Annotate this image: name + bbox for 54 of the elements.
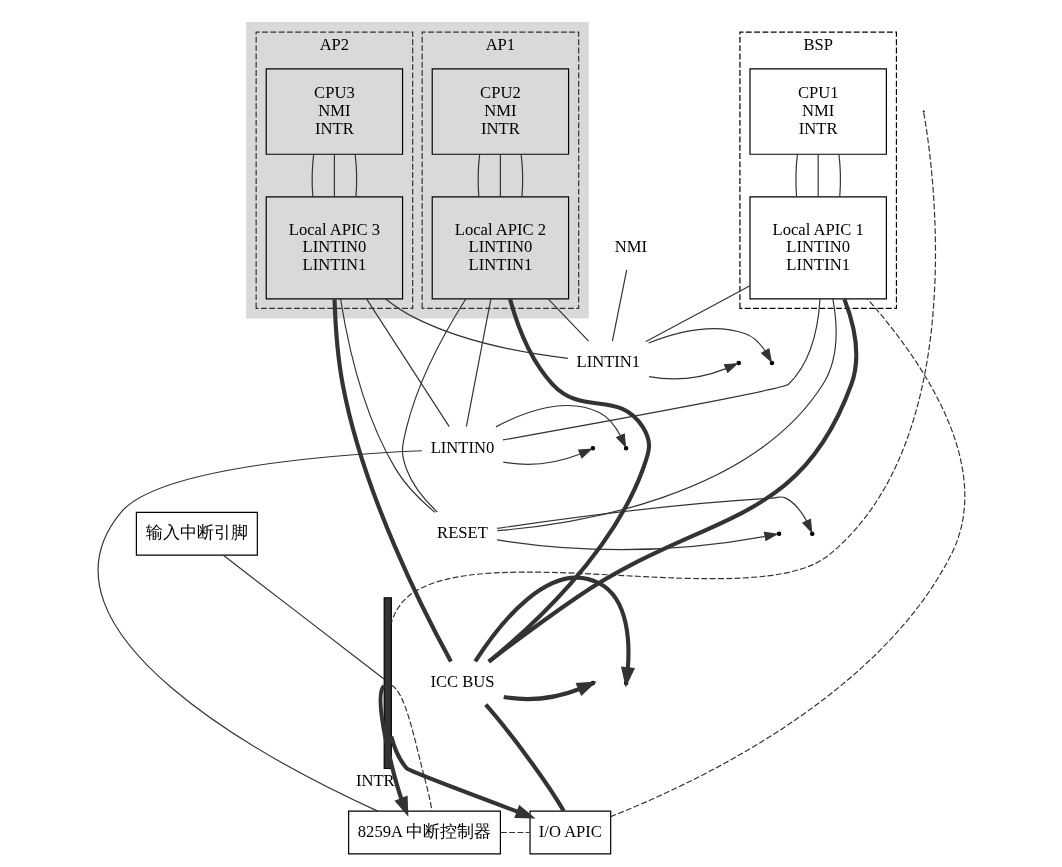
connector bbox=[354, 153, 357, 198]
connector bbox=[794, 153, 798, 198]
node-text: RESET bbox=[436, 523, 488, 543]
arrow bbox=[378, 684, 408, 817]
node-box: Local APIC 3 LINTIN0 LINTIN1 bbox=[265, 196, 403, 300]
connector bbox=[496, 298, 837, 532]
connector bbox=[333, 153, 335, 198]
node-box: 8259A 中断控制器 bbox=[347, 810, 501, 855]
connector bbox=[97, 450, 422, 812]
arrow bbox=[388, 736, 536, 819]
node-text: NMI bbox=[614, 237, 647, 257]
node-text: LINTIN0 bbox=[430, 437, 494, 457]
node-bar bbox=[383, 597, 392, 770]
connector bbox=[486, 298, 858, 664]
connector bbox=[837, 153, 841, 198]
node-text: ICC BUS bbox=[429, 672, 495, 692]
connector bbox=[609, 298, 965, 818]
arrow bbox=[502, 448, 593, 465]
connector bbox=[483, 703, 566, 813]
connector bbox=[339, 298, 435, 513]
node-box: Local APIC 1 LINTIN0 LINTIN1 bbox=[748, 196, 887, 300]
connector bbox=[520, 153, 523, 198]
node-text: LINTIN1 bbox=[576, 352, 640, 372]
node-box: 输入中断引脚 bbox=[135, 511, 258, 556]
connector bbox=[390, 112, 936, 624]
cluster bbox=[245, 22, 589, 319]
arrow bbox=[494, 404, 626, 449]
connector bbox=[644, 285, 750, 343]
arrow bbox=[647, 363, 739, 380]
connector bbox=[817, 153, 819, 198]
connector bbox=[365, 298, 450, 428]
connector bbox=[384, 298, 568, 359]
node-box: CPU1 NMI INTR bbox=[748, 68, 887, 155]
node-box: CPU3 NMI INTR bbox=[265, 68, 403, 155]
connector bbox=[611, 269, 627, 342]
connector bbox=[222, 554, 385, 680]
node-box: I/O APIC bbox=[528, 810, 611, 855]
edge-label: INTR bbox=[355, 770, 395, 790]
connector bbox=[331, 299, 453, 663]
connector bbox=[465, 298, 491, 428]
node-box: CPU2 NMI INTR bbox=[431, 68, 569, 155]
node-box: Local APIC 2 LINTIN0 LINTIN1 bbox=[431, 196, 569, 300]
connector bbox=[477, 153, 480, 198]
connector bbox=[499, 153, 501, 198]
connector bbox=[547, 298, 589, 342]
connector bbox=[487, 298, 651, 664]
connector bbox=[501, 298, 821, 441]
arrow bbox=[496, 531, 779, 551]
connector bbox=[401, 298, 466, 513]
connector bbox=[311, 153, 314, 198]
arrow bbox=[647, 328, 772, 363]
connector bbox=[499, 831, 530, 834]
connector bbox=[390, 684, 432, 812]
arrow bbox=[496, 496, 812, 534]
